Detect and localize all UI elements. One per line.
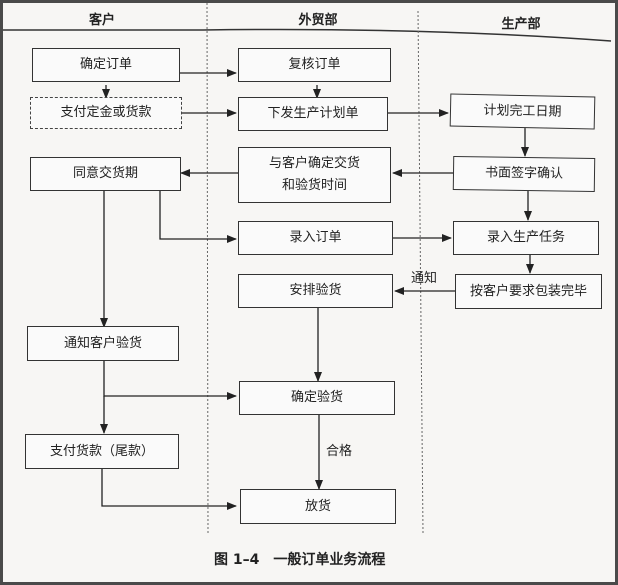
lane-title-production: 生产部 — [501, 17, 541, 32]
box-text: 安排验货 — [289, 283, 342, 298]
box-text: 下发生产计划单 — [267, 106, 359, 121]
flow-lines — [3, 3, 612, 534]
box-text: 录入生产任务 — [486, 230, 565, 245]
box-text-line-2: 和验货时间 — [281, 178, 347, 193]
box-text: 书面签字确认 — [484, 165, 564, 182]
arrow-notify-to-confirminspection — [103, 361, 237, 400]
flowchart-page: 客户 外贸部 生产部 确定订单 支付定金或货款 同意交货期 通知客户验货 支付货… — [3, 3, 615, 582]
box-enter-order: 录入订单 — [238, 221, 393, 255]
figure-caption: 图 1–4 一般订单业务流程 — [214, 552, 386, 568]
box-enter-production-task: 录入生产任务 — [453, 221, 599, 255]
box-arrange-inspection: 安排验货 — [238, 274, 393, 308]
box-text: 复核订单 — [288, 57, 341, 72]
box-agree-delivery: 同意交货期 — [30, 157, 181, 191]
box-notify-inspection: 通知客户验货 — [27, 326, 179, 361]
box-text: 计划完工日期 — [483, 102, 562, 120]
box-plan-completion: 计划完工日期 — [449, 93, 596, 130]
box-text: 按客户要求包装完毕 — [469, 283, 587, 299]
box-written-confirm: 书面签字确认 — [452, 156, 596, 192]
box-pay-balance: 支付货款（尾款） — [25, 434, 179, 469]
header-divider — [3, 28, 612, 42]
lane-title-customer: 客户 — [88, 13, 116, 28]
box-text: 支付货款（尾款） — [49, 443, 154, 459]
box-text: 确定验货 — [290, 390, 343, 405]
box-text: 录入订单 — [289, 230, 342, 245]
label-notify: 通知 — [411, 271, 438, 286]
box-packaging-done: 按客户要求包装完毕 — [455, 274, 602, 309]
box-confirm-order: 确定订单 — [32, 48, 180, 82]
box-confirm-inspection: 确定验货 — [239, 381, 395, 415]
box-text: 确定订单 — [79, 57, 132, 72]
box-text: 同意交货期 — [72, 166, 138, 181]
lane-title-trade: 外贸部 — [298, 13, 338, 28]
box-pay-deposit: 支付定金或货款 — [30, 97, 182, 129]
box-text: 放货 — [304, 498, 331, 514]
box-issue-plan: 下发生产计划单 — [238, 97, 388, 131]
box-text-line-1: 与客户确定交货 — [268, 156, 360, 171]
arrow-agree-to-enterorder — [159, 190, 237, 243]
box-text: 通知客户验货 — [63, 335, 142, 351]
box-review-order: 复核订单 — [238, 48, 391, 82]
box-confirm-delivery-time: 与客户确定交货 和验货时间 — [238, 147, 391, 203]
label-qualified: 合格 — [326, 444, 353, 459]
box-text: 支付定金或货款 — [60, 105, 152, 120]
lane-divider-1 — [206, 3, 209, 534]
arrow-paybalance-to-release — [101, 468, 237, 510]
lane-divider-2 — [417, 10, 424, 534]
box-release-goods: 放货 — [240, 489, 396, 524]
